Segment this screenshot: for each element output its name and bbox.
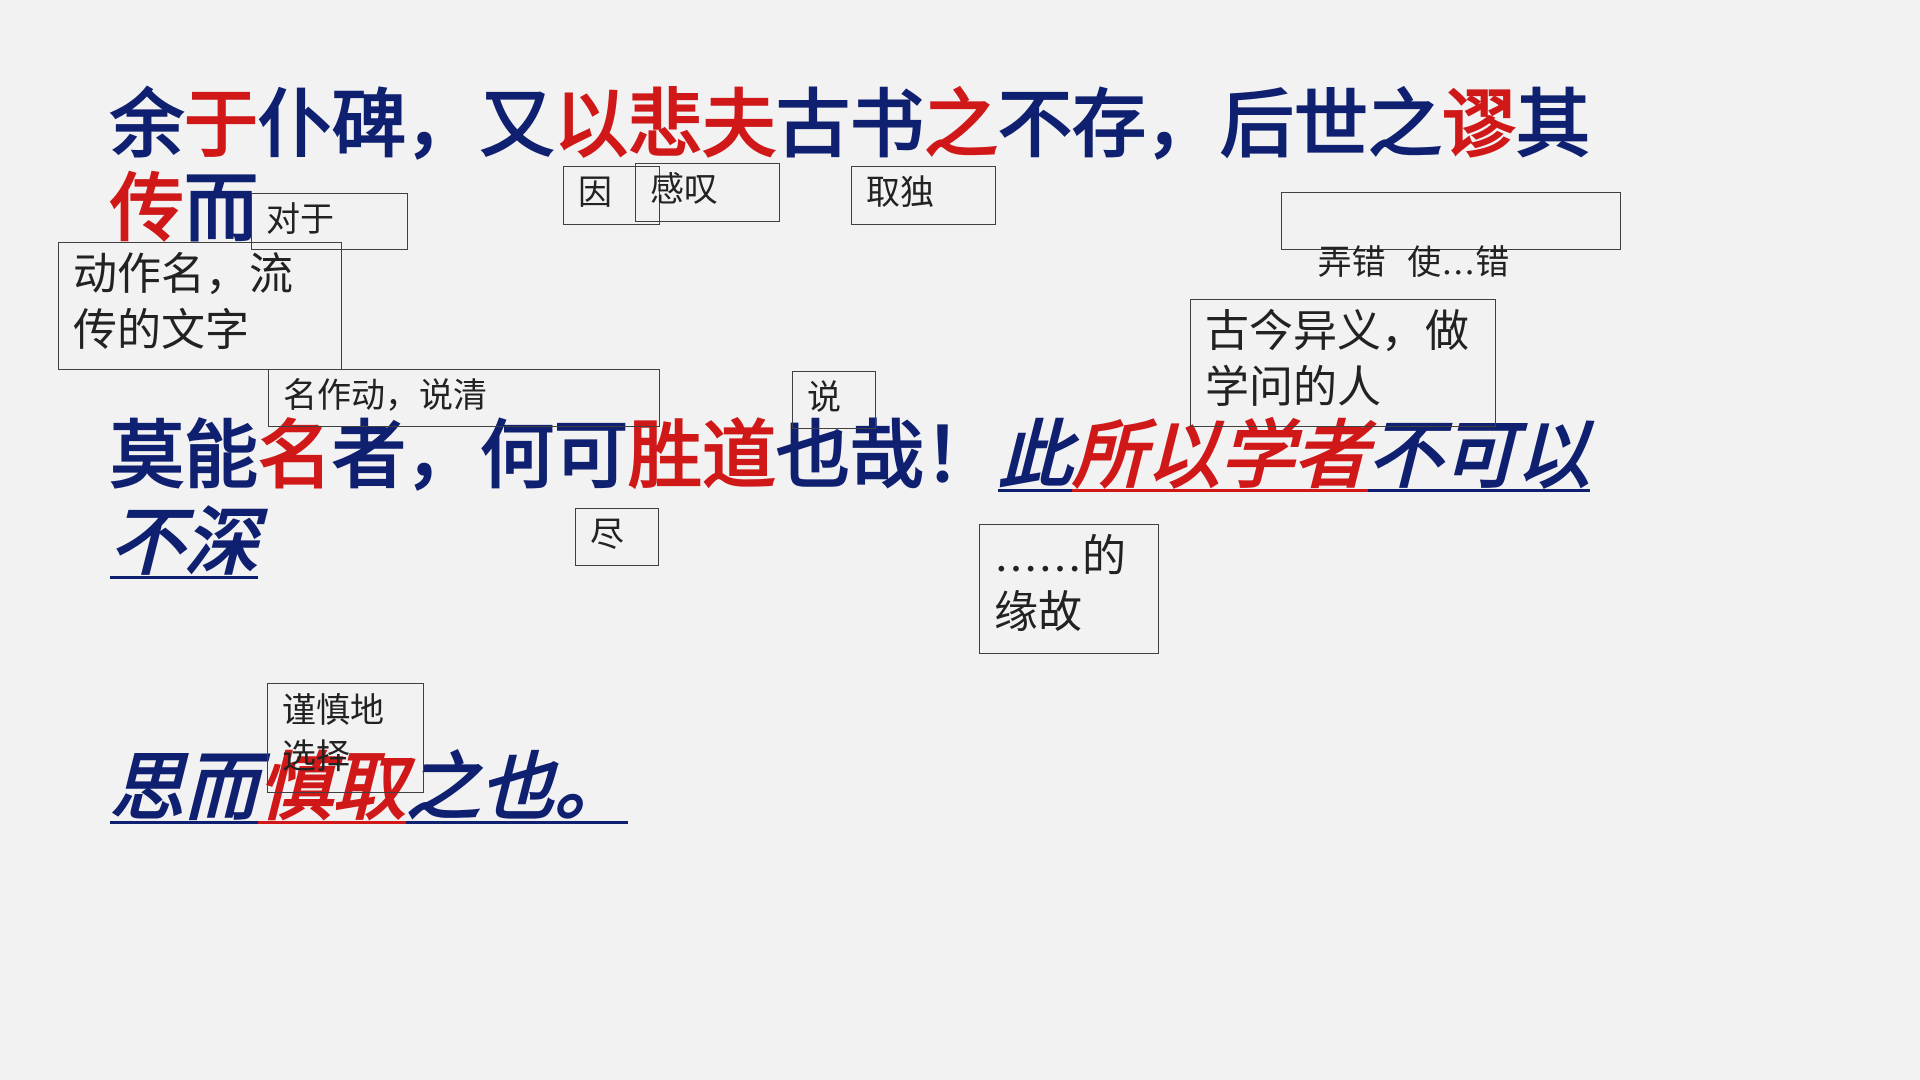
- text-zhiye: 之也。: [406, 745, 628, 831]
- passage-line-5: 思而慎取之也。: [110, 745, 628, 831]
- annotation-yin-text: 因: [578, 173, 612, 213]
- char-ming: 名: [258, 413, 332, 499]
- annotation-shuo: 说: [792, 371, 876, 429]
- annotation-miu: 弄错 使…错: [1281, 192, 1621, 283]
- char-yu-2: 于: [184, 82, 258, 168]
- annotation-zhuan: 动作名，流传的文字: [58, 242, 342, 370]
- text-moneng: 莫能: [110, 413, 258, 499]
- text-bucun: 不存，后世之: [998, 82, 1442, 168]
- annotation-suoyi: ……的缘故: [979, 524, 1159, 654]
- annotation-yin: 因: [563, 166, 660, 225]
- annotation-shen: 谨慎地选择: [267, 683, 424, 793]
- annotation-zhuan-text: 动作名，流传的文字: [73, 249, 293, 356]
- text-suoyixuezhe: 所以学者: [1072, 413, 1368, 499]
- annotation-shen-text: 谨慎地选择: [282, 691, 384, 777]
- text-gushu: 古书: [776, 82, 924, 168]
- annotation-shuo-text: 说: [807, 378, 841, 418]
- passage-line-4: 不深: [110, 500, 258, 586]
- passage-line-3: 莫能名者，何可胜道也哉！此所以学者不可以: [110, 413, 1590, 499]
- annotation-ming: 名作动，说清: [268, 369, 660, 427]
- char-yu-1: 余: [110, 82, 184, 168]
- text-sier: 思而: [110, 745, 258, 831]
- char-zhuan: 传: [110, 166, 184, 252]
- char-zhi: 之: [924, 82, 998, 168]
- annotation-qudu-text: 取独: [866, 173, 934, 213]
- annotation-xuezhe: 古今异义，做学问的人: [1190, 299, 1496, 427]
- text-pubei: 仆碑，又: [258, 82, 554, 168]
- char-miu: 谬: [1442, 82, 1516, 168]
- text-shenqu: 慎取: [258, 745, 406, 831]
- text-zhe-heke: 者，何可: [332, 413, 628, 499]
- passage-line-2: 传而: [110, 166, 258, 252]
- char-er: 而: [184, 166, 258, 252]
- text-yezai: 也哉！: [776, 413, 998, 499]
- annotation-yu-text: 对于: [266, 200, 334, 240]
- annotation-jin-text: 尽: [590, 515, 624, 555]
- text-shengdao: 胜道: [628, 413, 776, 499]
- char-qi: 其: [1516, 82, 1590, 168]
- char-ci: 此: [998, 413, 1072, 499]
- text-bukeyi: 不可以: [1368, 413, 1590, 499]
- text-yibeifu: 以悲夫: [554, 82, 776, 168]
- text-bushen: 不深: [110, 500, 258, 586]
- annotation-ming-text: 名作动，说清: [283, 376, 487, 416]
- annotation-miu-text: 弄错 使…错: [1317, 243, 1510, 284]
- annotation-yu: 对于: [251, 193, 408, 250]
- passage-line-1: 余于仆碑，又以悲夫古书之不存，后世之谬其: [110, 82, 1590, 168]
- annotation-gantan-text: 感叹: [650, 170, 718, 210]
- annotation-gantan: 感叹: [635, 163, 780, 222]
- annotation-xuezhe-text: 古今异义，做学问的人: [1205, 306, 1469, 413]
- annotation-qudu: 取独: [851, 166, 996, 225]
- annotation-jin: 尽: [575, 508, 659, 566]
- annotation-suoyi-text: ……的缘故: [994, 531, 1126, 638]
